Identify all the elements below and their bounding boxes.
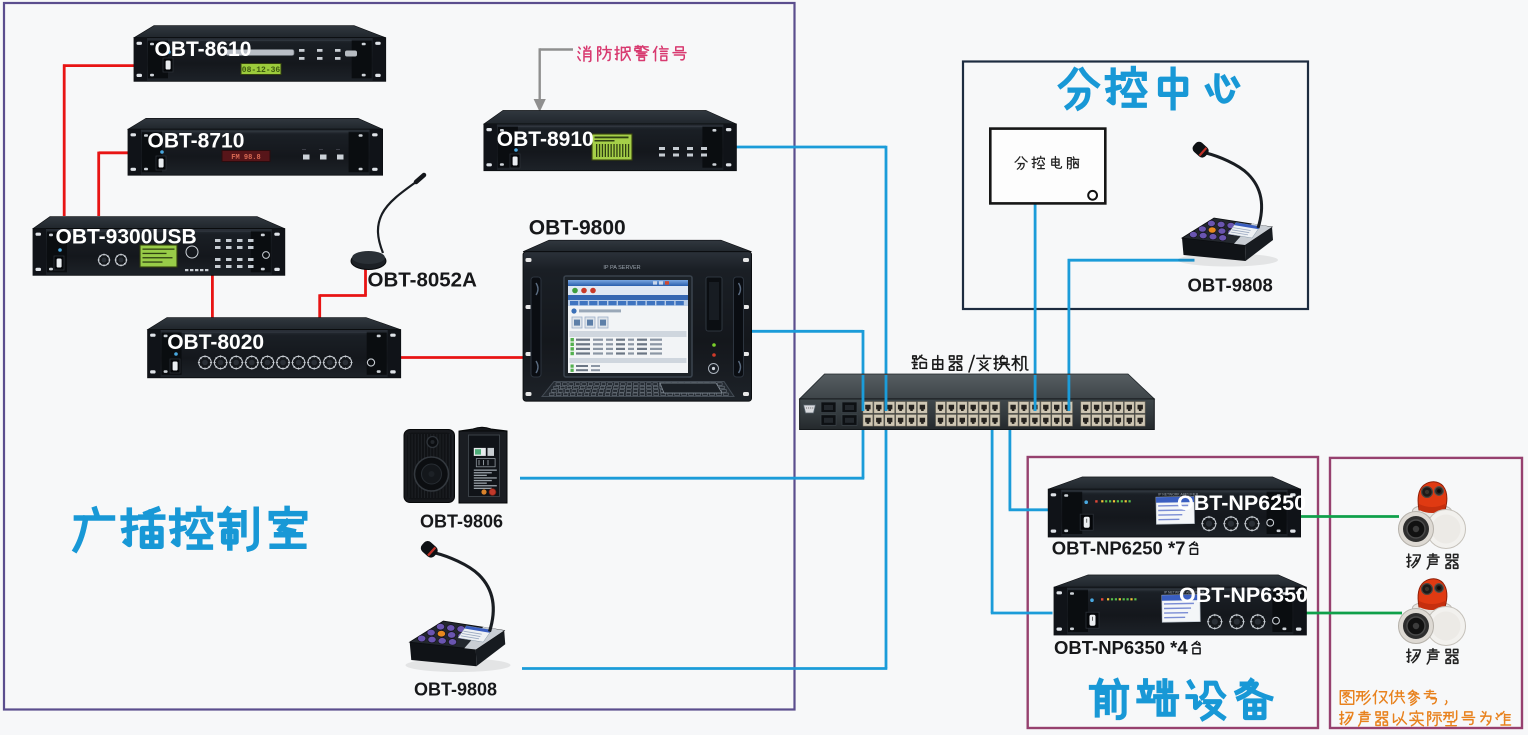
svg-text:OBT-9800: OBT-9800 (529, 216, 626, 239)
svg-text:IP NETWORK AMPLIFIER: IP NETWORK AMPLIFIER (1164, 591, 1205, 595)
svg-text:OBT-9300USB: OBT-9300USB (56, 226, 197, 249)
svg-text:OBT-NP6350 *4: OBT-NP6350 *4 (1054, 637, 1188, 658)
svg-text:IP PA SERVER: IP PA SERVER (603, 265, 640, 271)
svg-text:OBT-9806: OBT-9806 (420, 512, 503, 532)
svg-text:OBT-NP6250: OBT-NP6250 (1177, 491, 1306, 515)
svg-text:OBT-8610: OBT-8610 (155, 38, 252, 61)
svg-text:IP NETWORK AMPLIFIER: IP NETWORK AMPLIFIER (1158, 493, 1199, 497)
svg-text:OBT-8910: OBT-8910 (497, 128, 594, 151)
svg-text:—: — (319, 146, 323, 151)
svg-text:—: — (336, 146, 340, 151)
svg-text:OBT-NP6250 *7: OBT-NP6250 *7 (1052, 538, 1186, 559)
svg-text:08-12-36: 08-12-36 (242, 66, 281, 75)
svg-text:—: — (302, 146, 306, 151)
svg-text:OBT-8710: OBT-8710 (148, 130, 245, 153)
svg-text:OBT-8020: OBT-8020 (167, 331, 264, 354)
svg-text:OBT-8052A: OBT-8052A (368, 269, 478, 292)
svg-text:FM 98.8: FM 98.8 (231, 154, 260, 162)
svg-text:OBT-NP6350: OBT-NP6350 (1179, 583, 1308, 607)
svg-text:OBT-9808: OBT-9808 (414, 680, 497, 700)
svg-text:OBT-9808: OBT-9808 (1188, 275, 1273, 296)
